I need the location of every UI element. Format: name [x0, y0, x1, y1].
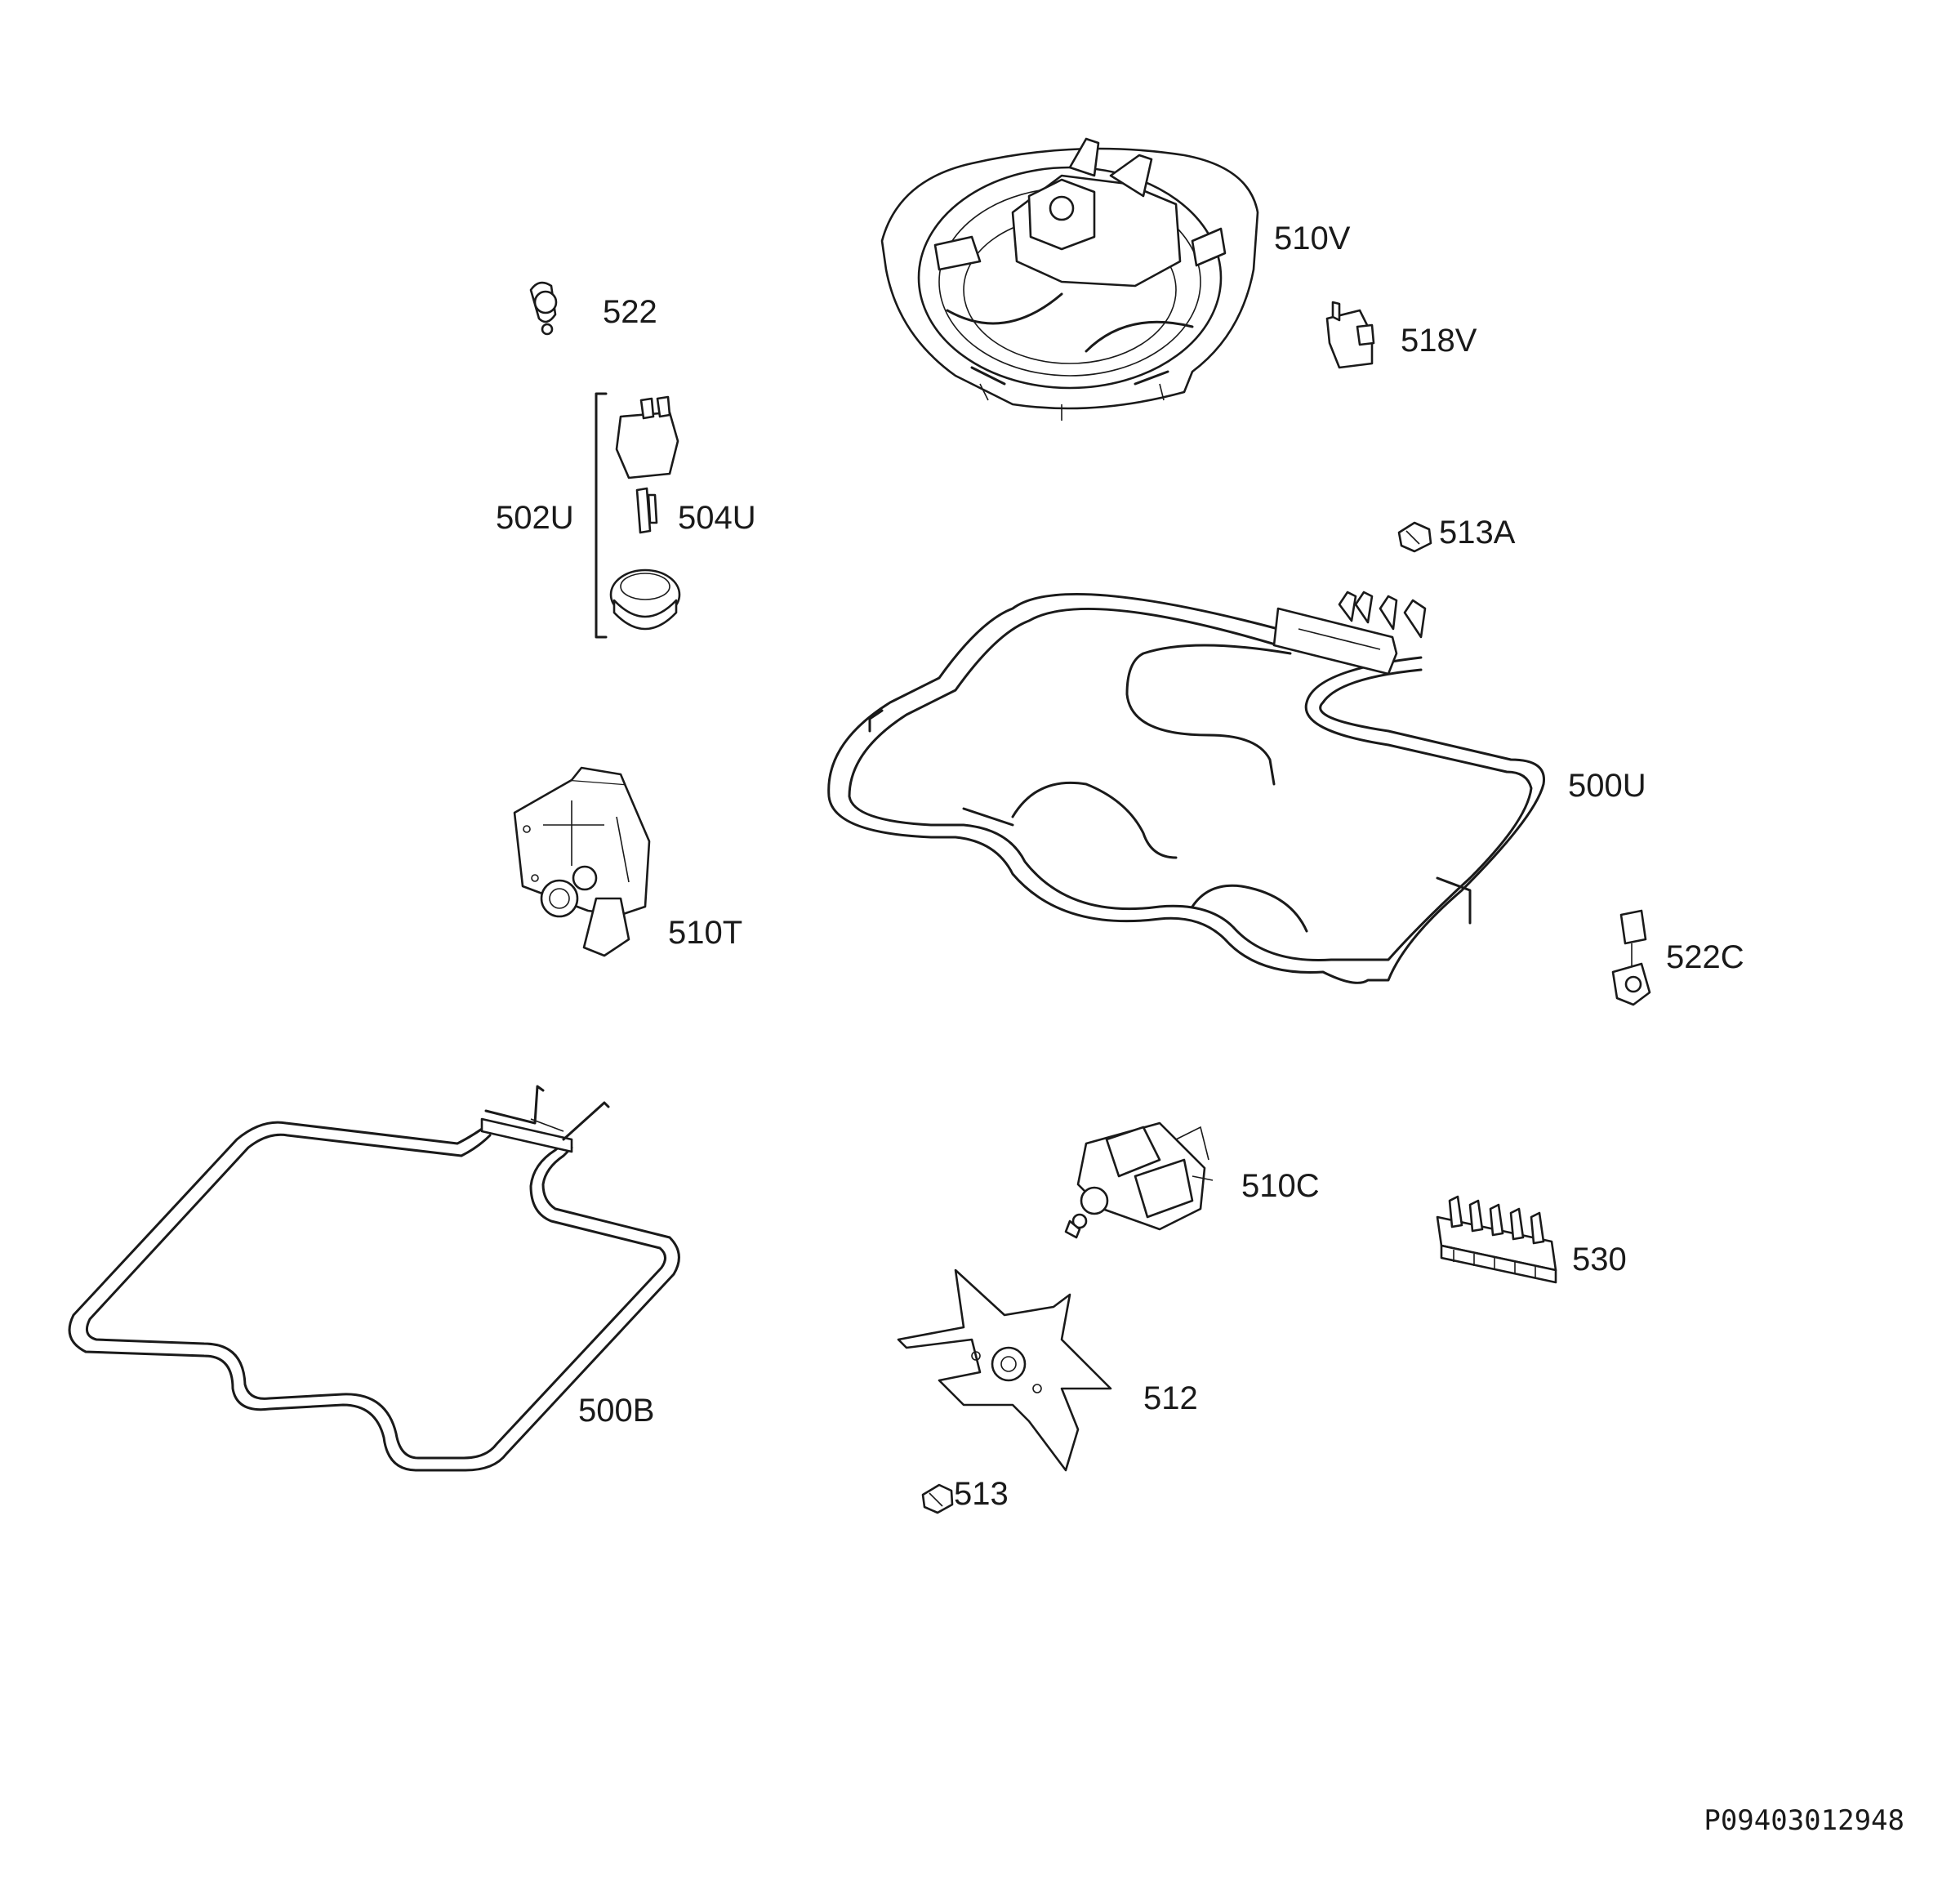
label-513a: 513A: [1439, 515, 1516, 551]
fan-housing-510v: [880, 137, 1259, 421]
switch-518v: [1325, 301, 1375, 369]
label-522: 522: [603, 294, 657, 330]
label-530: 530: [1572, 1242, 1627, 1277]
label-504u: 504U: [678, 500, 756, 536]
top-heating-element-500u: [827, 591, 1545, 984]
label-518v: 518V: [1401, 323, 1477, 359]
nut-513: [921, 1483, 954, 1514]
label-510v: 510V: [1274, 221, 1351, 256]
document-code: P09403012948: [1704, 1804, 1904, 1837]
nut-513a: [1397, 521, 1432, 553]
label-500u: 500U: [1568, 768, 1646, 804]
fan-blade-512: [897, 1268, 1112, 1472]
terminal-block-530: [1436, 1195, 1557, 1284]
label-522c: 522C: [1666, 939, 1744, 975]
clip-522: [529, 281, 558, 336]
thermal-switch-522c: [1611, 909, 1651, 1006]
label-510c: 510C: [1241, 1168, 1320, 1204]
motor-bracket-510t: [513, 766, 651, 957]
lamp-assembly-502u: [595, 392, 681, 639]
label-500b: 500B: [578, 1393, 654, 1429]
label-512: 512: [1143, 1380, 1198, 1416]
bottom-heating-element-500b: [68, 1085, 680, 1472]
fan-motor-510c: [1064, 1121, 1214, 1239]
label-502u: 502U: [496, 500, 574, 536]
label-510t: 510T: [668, 915, 742, 951]
label-513: 513: [954, 1476, 1009, 1512]
